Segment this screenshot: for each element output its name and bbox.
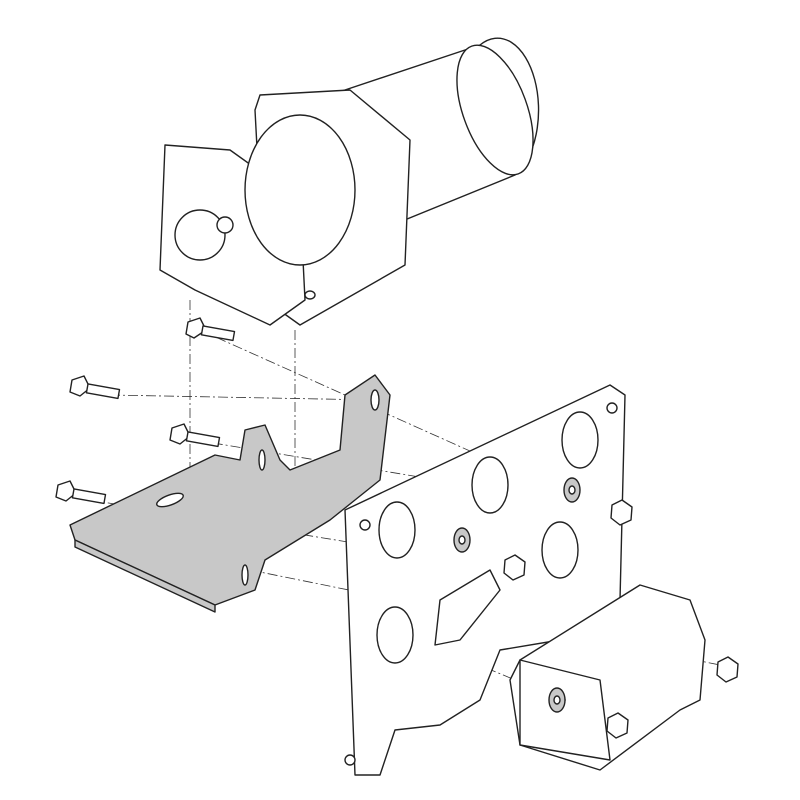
gearbox-housing (159, 89, 411, 326)
nut (716, 656, 739, 683)
bolt (185, 317, 236, 342)
lower-bracket (509, 584, 706, 771)
nut (610, 499, 633, 526)
bolt (55, 480, 107, 505)
washer (453, 527, 471, 553)
nut (606, 712, 629, 739)
grey-mounting-bracket (69, 374, 391, 613)
washer (548, 687, 566, 713)
washer (563, 477, 581, 503)
bolt (169, 423, 221, 448)
nut (503, 554, 526, 581)
bolt (69, 375, 121, 400)
vertical-mounting-plate (344, 384, 626, 776)
